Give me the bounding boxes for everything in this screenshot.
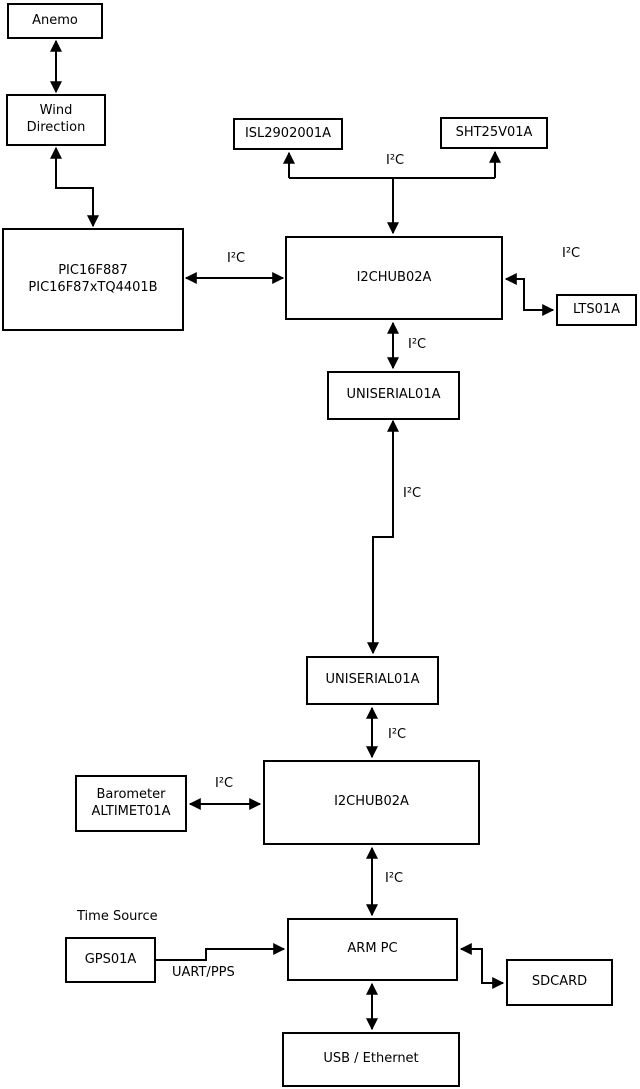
- label-i2c-uniserial-hub: I²C: [388, 727, 407, 742]
- edge-uniserial-top-uniserial-bottom: [367, 419, 399, 655]
- node-uniserial01a-top-label: UNISERIAL01A: [346, 387, 441, 403]
- label-i2c-hub-lts: I²C: [562, 246, 581, 261]
- label-i2c-sensor-bus: I²C: [386, 153, 405, 168]
- edge-armpc-sdcard: [459, 943, 505, 989]
- label-i2c-barometer-hub: I²C: [215, 776, 234, 791]
- edge-i2chub-top-lts: [504, 273, 555, 316]
- node-gps01a-label: GPS01A: [84, 951, 137, 967]
- label-i2c-hub-uniserial: I²C: [408, 337, 427, 352]
- edge-gps-armpc: [156, 943, 286, 961]
- node-pic16f887-label-line1: PIC16F887: [58, 262, 128, 278]
- node-uniserial01a-bottom-label: UNISERIAL01A: [325, 672, 420, 688]
- node-barometer-label-line1: Barometer: [96, 786, 166, 802]
- node-wind-direction: Wind Direction: [6, 94, 106, 146]
- node-anemo-label: Anemo: [32, 12, 78, 28]
- label-time-source: Time Source: [77, 909, 158, 924]
- node-pic16f887: PIC16F887 PIC16F87xTQ4401B: [2, 228, 184, 331]
- node-lts01a: LTS01A: [556, 294, 637, 326]
- node-isl2902001a-label: ISL2902001A: [244, 125, 332, 141]
- node-sht25v01a: SHT25V01A: [440, 117, 548, 149]
- node-arm-pc-label: ARM PC: [347, 941, 398, 957]
- node-i2chub02a-bottom: I2CHUB02A: [263, 760, 480, 845]
- node-barometer-label-line2: ALTIMET01A: [91, 803, 171, 819]
- node-lts01a-label: LTS01A: [572, 301, 621, 317]
- node-usb-ethernet: USB / Ethernet: [282, 1032, 460, 1087]
- node-i2chub02a-top-label: I2CHUB02A: [356, 269, 432, 285]
- edge-winddirection-pic: [50, 146, 99, 228]
- label-i2c-uniserial-link: I²C: [403, 486, 422, 501]
- node-i2chub02a-top: I2CHUB02A: [285, 236, 503, 320]
- node-pic16f887-label-line2: PIC16F87xTQ4401B: [28, 279, 158, 295]
- node-sdcard-label: SDCARD: [531, 974, 588, 990]
- node-usb-ethernet-label: USB / Ethernet: [323, 1051, 419, 1067]
- node-wind-direction-label-line2: Direction: [26, 120, 86, 135]
- node-wind-direction-label-line1: Wind: [39, 103, 73, 119]
- node-sdcard: SDCARD: [506, 959, 613, 1006]
- label-i2c-hub-armpc: I²C: [385, 871, 404, 886]
- node-gps01a: GPS01A: [65, 937, 156, 983]
- node-barometer-altimet01a: Barometer ALTIMET01A: [75, 775, 187, 832]
- node-i2chub02a-bottom-label: I2CHUB02A: [334, 794, 409, 810]
- node-anemo: Anemo: [7, 3, 103, 39]
- label-i2c-pic-hub: I²C: [227, 251, 246, 266]
- node-uniserial01a-top: UNISERIAL01A: [327, 371, 460, 420]
- node-sht25v01a-label: SHT25V01A: [455, 124, 533, 140]
- node-isl2902001a: ISL2902001A: [233, 118, 343, 150]
- node-uniserial01a-bottom: UNISERIAL01A: [306, 656, 439, 705]
- node-arm-pc: ARM PC: [287, 918, 458, 981]
- label-uart-pps: UART/PPS: [172, 965, 235, 980]
